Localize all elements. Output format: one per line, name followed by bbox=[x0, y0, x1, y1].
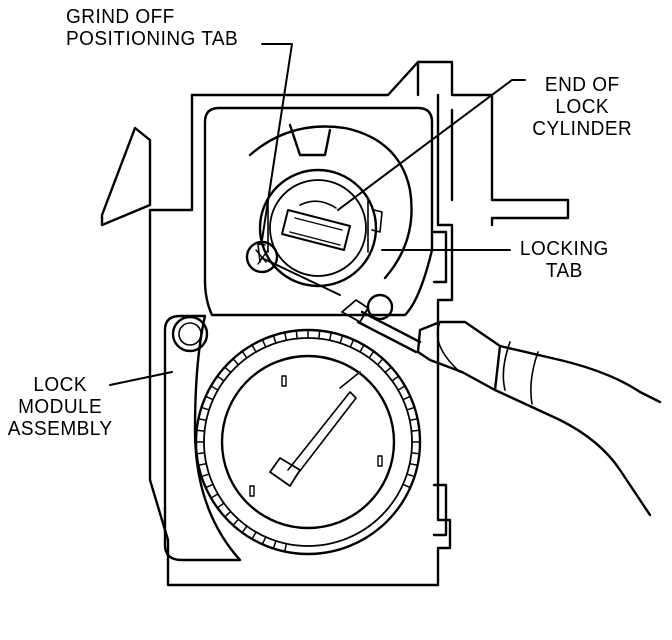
dial-tick bbox=[384, 366, 392, 374]
dial-tick bbox=[410, 429, 421, 432]
positioning-tab bbox=[245, 240, 279, 274]
dial-tick bbox=[295, 329, 298, 340]
dial-tick bbox=[197, 462, 208, 467]
label-grind-off-line1: GRIND OFF bbox=[66, 6, 175, 28]
dial-tick bbox=[318, 329, 321, 340]
dial-tick bbox=[328, 331, 333, 342]
dial-tick bbox=[406, 473, 416, 478]
dial-tick bbox=[195, 452, 206, 455]
dial-tick bbox=[232, 518, 240, 526]
dial-tick bbox=[402, 395, 412, 401]
dial-tick bbox=[283, 331, 288, 342]
lower-recess bbox=[163, 314, 242, 562]
dial-tick bbox=[272, 540, 277, 550]
label-locking-tab: LOCKING TAB bbox=[514, 238, 615, 282]
lock-cylinder bbox=[248, 123, 413, 288]
leader-lines bbox=[109, 43, 526, 386]
dial-tick bbox=[195, 429, 206, 432]
dial-tick bbox=[408, 462, 419, 467]
side-slot bbox=[432, 230, 448, 284]
dial-tick bbox=[283, 542, 288, 553]
dial-tick bbox=[241, 350, 248, 359]
dial-tick bbox=[251, 344, 257, 353]
dial-tick bbox=[204, 395, 214, 401]
dial-tick bbox=[216, 375, 225, 382]
dial-tick bbox=[224, 510, 232, 518]
dial-tick bbox=[210, 385, 219, 391]
dial-tick bbox=[204, 483, 214, 489]
dial-tick bbox=[368, 350, 375, 359]
module-body-outline bbox=[148, 93, 454, 587]
dial-pointer bbox=[269, 457, 301, 487]
label-lock-module-line1: LOCK bbox=[33, 374, 87, 396]
label-lock-module-line3: ASSEMBLY bbox=[7, 418, 113, 440]
label-end-of-line3: CYLINDER bbox=[532, 118, 633, 140]
dial-tick bbox=[241, 525, 248, 534]
dial-tick bbox=[406, 406, 416, 411]
label-end-of-line1: END OF bbox=[544, 74, 620, 96]
dial-tick bbox=[197, 417, 208, 422]
dial-tick bbox=[261, 536, 267, 546]
dial-tick bbox=[410, 452, 421, 455]
back-housing bbox=[100, 60, 570, 227]
label-end-of-line2: LOCK bbox=[555, 96, 610, 118]
dial-tick bbox=[251, 531, 257, 540]
dial-tick bbox=[232, 358, 240, 366]
dial-tick bbox=[339, 334, 344, 344]
label-end-of-lock-cylinder: END OF LOCK CYLINDER bbox=[530, 74, 635, 140]
dial-tick bbox=[376, 358, 384, 366]
dial-tick bbox=[224, 366, 232, 374]
dial-tick bbox=[408, 417, 419, 422]
dial-tick bbox=[391, 375, 400, 382]
dial-tick bbox=[349, 338, 355, 348]
dial-tick bbox=[210, 493, 219, 499]
dial-tick bbox=[216, 502, 225, 509]
dial-ticks bbox=[195, 329, 421, 553]
label-lock-module-assembly: LOCK MODULE ASSEMBLY bbox=[6, 374, 114, 440]
label-locking-line1: LOCKING bbox=[519, 238, 609, 260]
side-slot-lower bbox=[432, 483, 448, 537]
label-locking-line2: TAB bbox=[545, 260, 583, 282]
dial-tick bbox=[261, 338, 267, 348]
dial-assembly bbox=[194, 328, 422, 556]
dial-tick bbox=[200, 473, 210, 478]
dial-tick bbox=[402, 483, 412, 489]
dial-tick bbox=[359, 344, 365, 353]
label-grind-off-line2: POSITIONING TAB bbox=[66, 28, 239, 50]
dial-tick bbox=[200, 406, 210, 411]
label-lock-module-line2: MODULE bbox=[18, 396, 103, 418]
mounting-hole-left bbox=[171, 315, 209, 353]
label-grind-off-positioning-tab: GRIND OFF POSITIONING TAB bbox=[66, 6, 238, 50]
dial-tick bbox=[397, 385, 406, 391]
screwdriver bbox=[341, 299, 662, 517]
dial-tick bbox=[272, 334, 277, 344]
